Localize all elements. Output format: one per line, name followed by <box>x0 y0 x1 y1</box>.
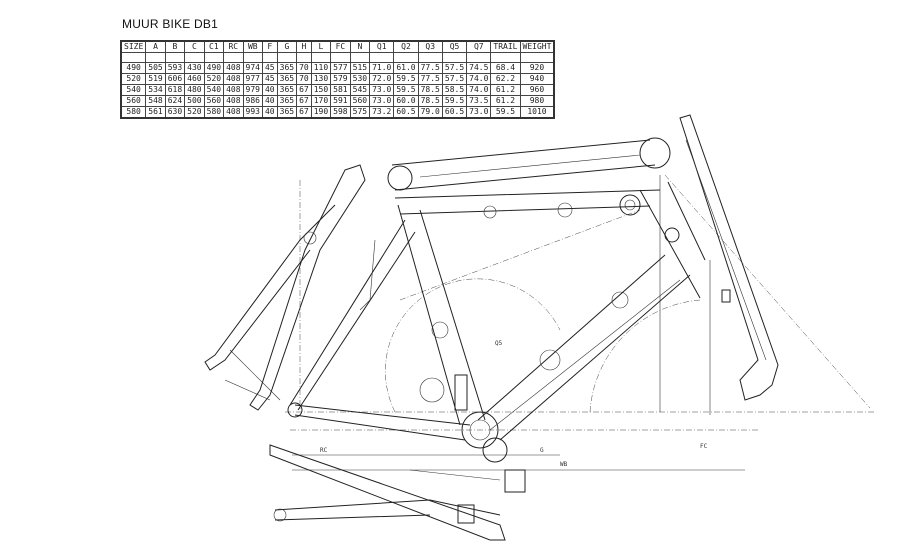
table-cell: 365 <box>276 95 298 107</box>
table-cell: 1010 <box>519 106 555 119</box>
table-cell: 986 <box>242 95 263 107</box>
table-cell: 59.5 <box>490 106 521 119</box>
label-g: G <box>540 447 544 454</box>
table-cell: 624 <box>164 95 186 107</box>
label-wb: WB <box>560 461 568 468</box>
table-cell: 598 <box>330 106 351 119</box>
label-fc: FC <box>700 443 708 450</box>
table-cell: 560 <box>349 95 371 107</box>
label-q5: Q5 <box>495 340 503 347</box>
table-cell: 560 <box>203 95 225 107</box>
table-cell: 170 <box>310 95 332 107</box>
dimension-labels: RC FC WB Q5 G <box>320 340 708 468</box>
label-rc: RC <box>320 447 328 454</box>
table-spacer-row <box>120 52 555 63</box>
table-cell: 73.5 <box>466 95 492 107</box>
drawing-title: MUUR BIKE DB1 <box>122 17 218 31</box>
chainstay-detail <box>269 444 526 541</box>
table-cell: 365 <box>276 106 298 119</box>
table-cell: 630 <box>164 106 186 119</box>
table-cell: 73.0 <box>466 106 492 119</box>
table-cell: 575 <box>349 106 371 119</box>
fork-right <box>679 114 779 401</box>
table-cell: 560 <box>120 95 147 107</box>
fork-left <box>204 164 366 411</box>
dimension-lines <box>229 174 875 471</box>
table-cell: 993 <box>242 106 263 119</box>
table-cell: 520 <box>184 106 205 119</box>
frame-main <box>287 137 706 463</box>
table-cell: 980 <box>519 95 555 107</box>
